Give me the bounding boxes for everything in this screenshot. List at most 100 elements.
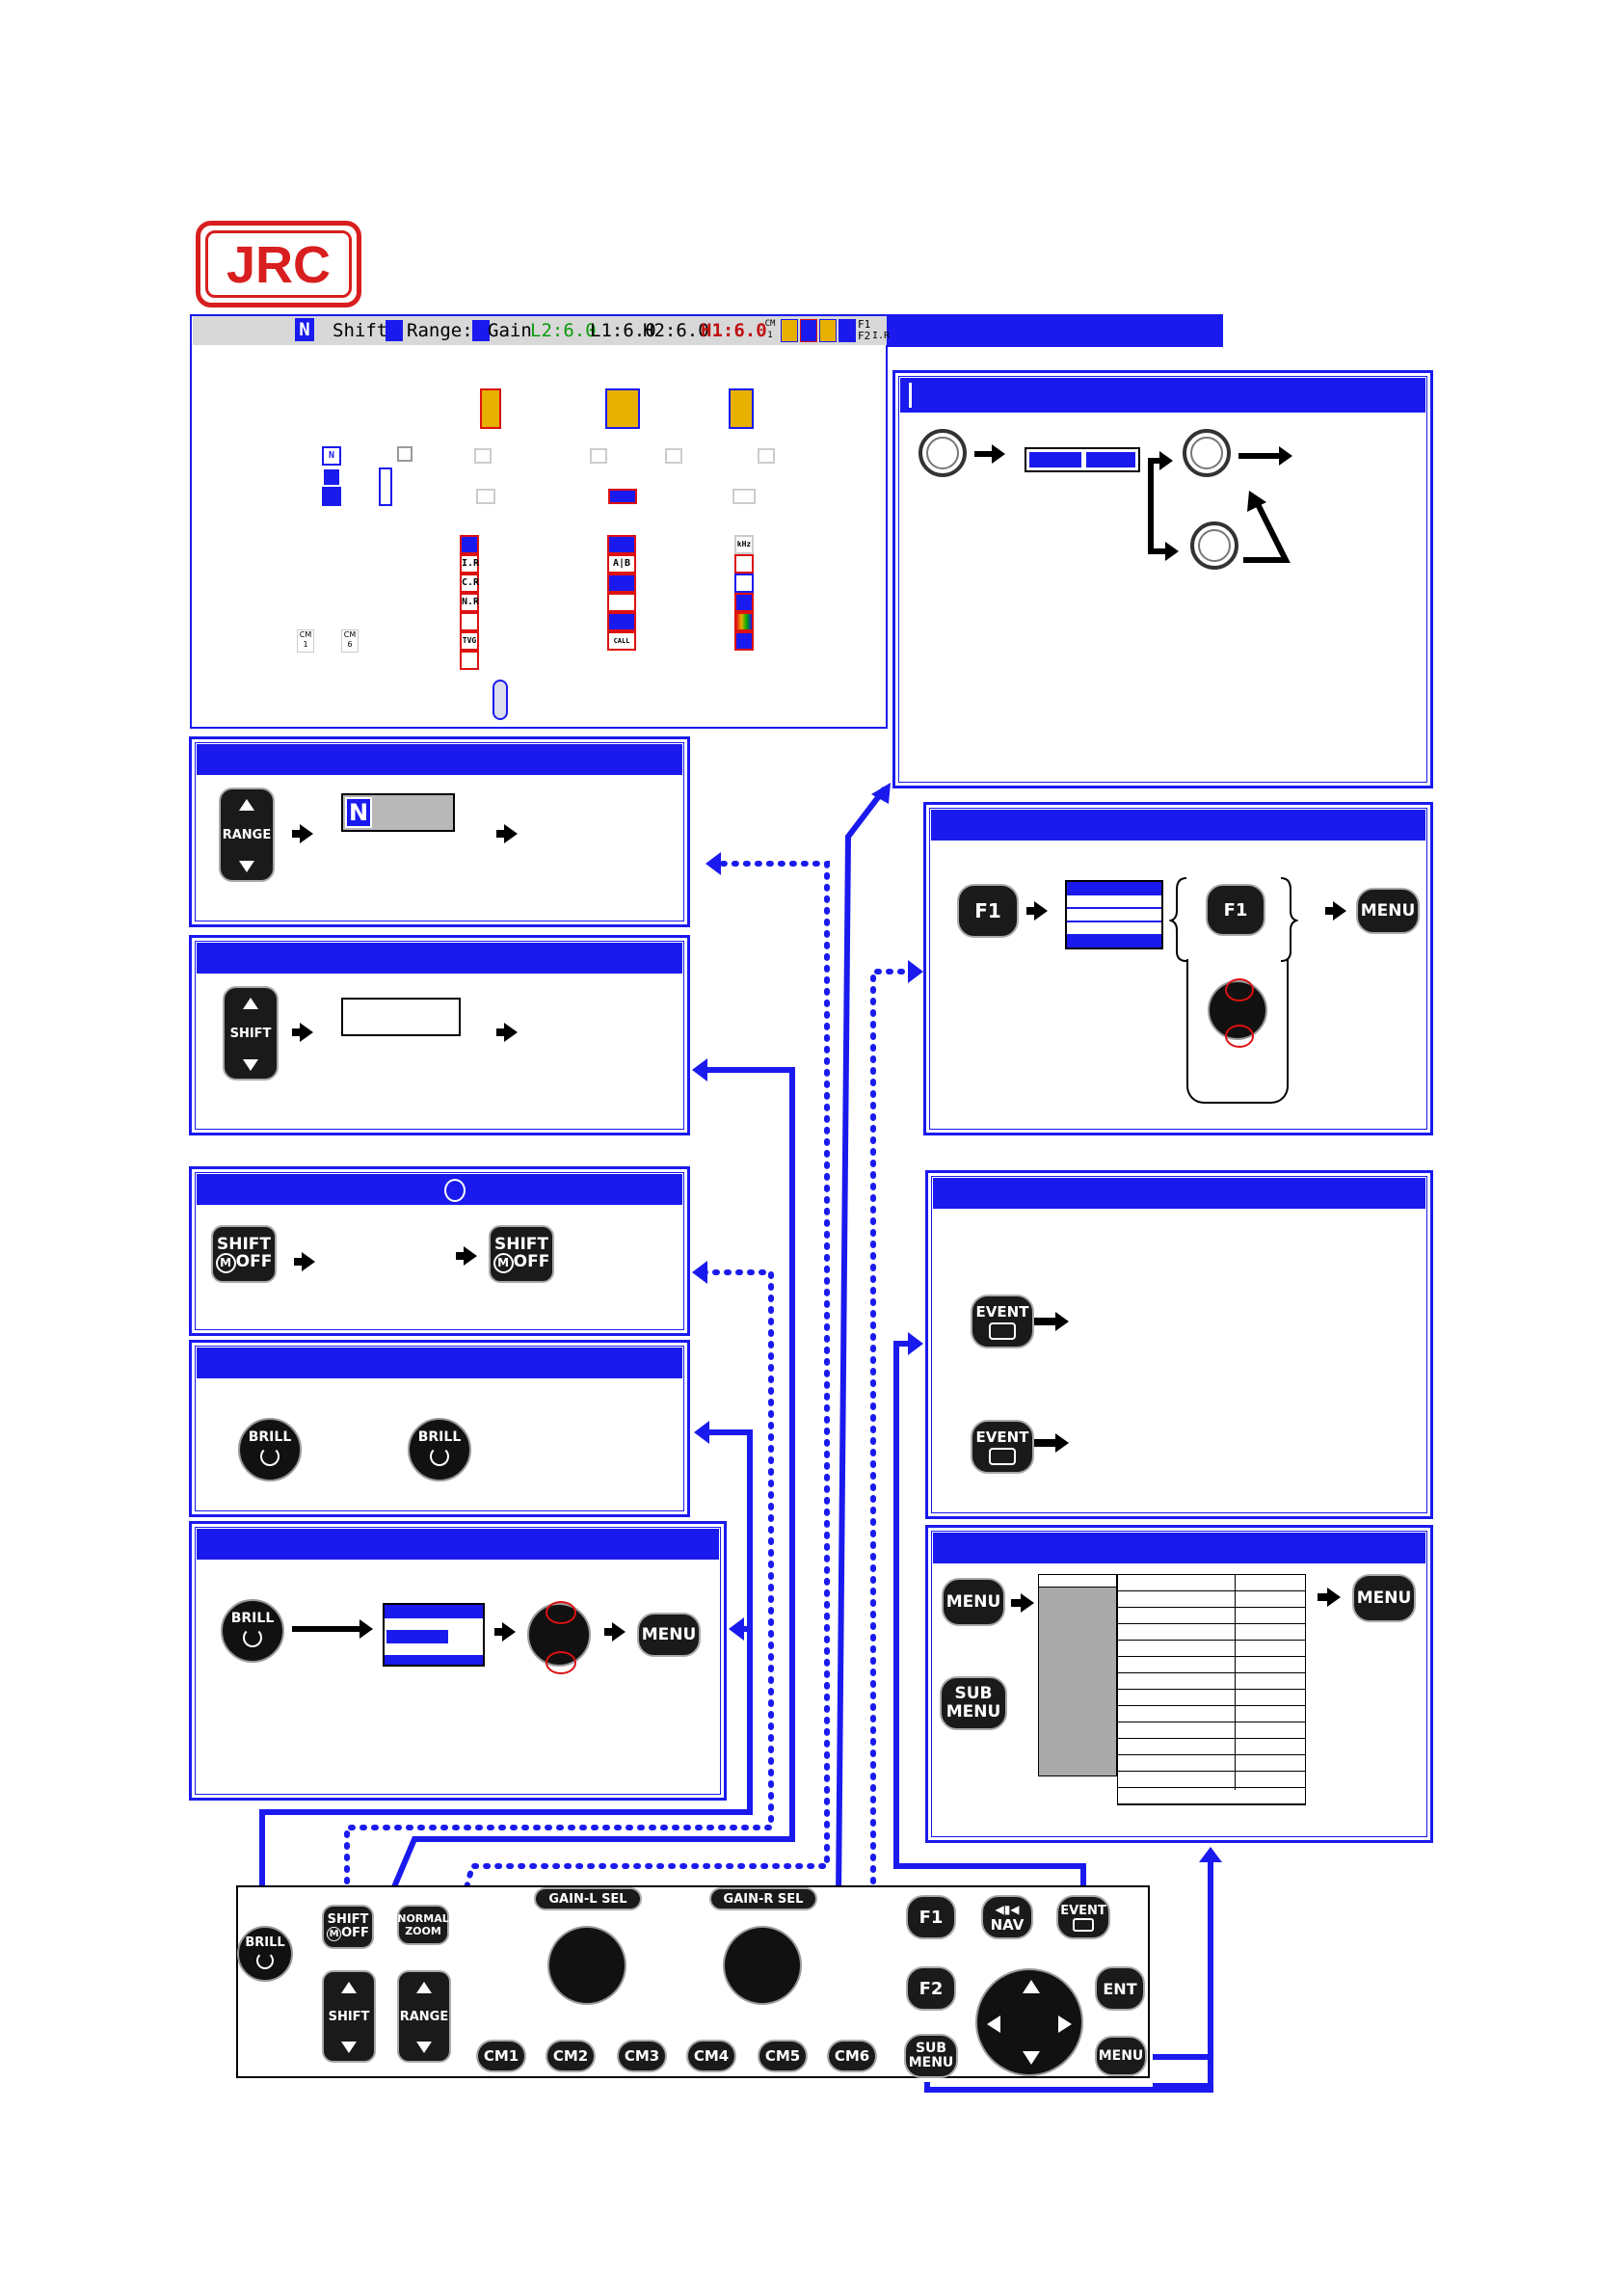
cm3-key[interactable]: CM3 (617, 2040, 667, 2072)
menu-key-2[interactable]: MENU (1352, 1574, 1416, 1622)
brill-arrow-3-tail (604, 1628, 614, 1636)
menu-table-left-col (1038, 1574, 1117, 1776)
f1-key-2[interactable]: F1 (1206, 884, 1265, 936)
range-mode-icon (322, 487, 341, 506)
f1-menu-key[interactable]: MENU (1356, 888, 1420, 934)
menu-title-bar (933, 1533, 1425, 1563)
event-key-2[interactable]: EVENT (971, 1420, 1034, 1474)
cm1-key[interactable]: CM1 (476, 2040, 526, 2072)
gain-l-knob[interactable] (547, 1926, 626, 2005)
cm6-screen-top: CM (343, 630, 357, 639)
shift-title-bar (197, 943, 682, 974)
gain-r-knob[interactable] (723, 1926, 802, 2005)
knob-3[interactable] (1190, 521, 1238, 570)
brill-key-1[interactable]: BRILL (238, 1418, 302, 1482)
brill-menu-key[interactable]: BRILL (221, 1599, 284, 1663)
color-bar-icon (734, 612, 754, 631)
power-icon-3 (243, 1628, 262, 1647)
power-icon (260, 1447, 280, 1466)
console-moff-off: OFF (341, 1925, 369, 1940)
logo-text: JRC (226, 236, 332, 294)
cm5-label: CM5 (764, 2047, 801, 2065)
menu-key[interactable]: MENU (942, 1578, 1005, 1626)
console-nav-key[interactable]: ◀▮◀ NAV (981, 1895, 1033, 1939)
menu-panel-inner (931, 1531, 1427, 1837)
cross-up-arrow (1023, 1980, 1040, 1993)
cm5-key[interactable]: CM5 (758, 2040, 808, 2072)
knob-flow-title-bar (900, 378, 1425, 413)
arrow-down-head (1165, 542, 1179, 561)
fish-icon (605, 388, 640, 429)
moff-panel-inner (195, 1172, 684, 1330)
brill-key-2[interactable]: BRILL (408, 1418, 471, 1482)
ab-icon: A|B (607, 554, 636, 574)
title-circle (444, 1179, 466, 1202)
console-submenu-label: MENU (908, 2055, 954, 2070)
console-brill-key[interactable]: BRILL (237, 1926, 293, 1982)
event-key-1[interactable]: EVENT (971, 1295, 1034, 1348)
cm3-label: CM3 (624, 2047, 660, 2065)
moff-title-bar (197, 1174, 682, 1205)
brill-menu-menu-key[interactable]: MENU (637, 1613, 701, 1657)
bar-icon (379, 467, 392, 506)
sub-icon-a4 (607, 593, 636, 612)
menu-arrow-1-tail (1011, 1599, 1023, 1607)
console-normal-zoom-key[interactable]: NORMAL ZOOM (397, 1905, 449, 1945)
return-arrow (1243, 491, 1291, 563)
event-arrow-1-tail (1034, 1318, 1057, 1325)
sub-menu-key[interactable]: SUB MENU (940, 1676, 1007, 1730)
arrow-1-head (992, 444, 1005, 464)
console-range-key[interactable]: RANGE (397, 1970, 451, 2063)
shift-panel: SHIFT (189, 935, 690, 1135)
f2-indicator: F2 (858, 330, 871, 342)
event-panel: EVENT EVENT (925, 1170, 1433, 1519)
console-f2-key[interactable]: F2 (906, 1966, 956, 2011)
console-submenu-key[interactable]: SUB MENU (904, 2034, 958, 2078)
console-cross-key[interactable] (975, 1968, 1083, 2076)
cm6-screen-bot: 6 (347, 640, 353, 649)
knob-2[interactable] (1183, 429, 1231, 477)
flag-icon (480, 388, 501, 429)
console-menu-key[interactable]: MENU (1095, 2036, 1147, 2076)
cm4-key[interactable]: CM4 (686, 2040, 736, 2072)
camera-icon (989, 1322, 1016, 1340)
brill-menu-key-label: BRILL (230, 1611, 275, 1626)
f1-key[interactable]: F1 (957, 884, 1019, 938)
console-nav-label: NAV (990, 1916, 1025, 1934)
sub-icon-b6 (734, 631, 754, 651)
range-arrow-1 (300, 824, 313, 843)
cm-indicator-num: 1 (767, 331, 773, 340)
ir-icon: I.R (460, 554, 479, 574)
shift-key[interactable]: SHIFT (223, 986, 279, 1081)
status-icon-1 (781, 319, 798, 342)
range-key-label: RANGE (222, 827, 272, 842)
sub-menu-bottom: MENU (945, 1702, 1001, 1722)
cm1-label: CM1 (483, 2047, 519, 2065)
console-event-key[interactable]: EVENT (1056, 1895, 1110, 1939)
cross-up-highlight (546, 1601, 576, 1624)
arrow-2-head (1159, 451, 1173, 470)
console-ent-key[interactable]: ENT (1095, 1966, 1145, 2011)
brill-cross-key[interactable] (527, 1601, 591, 1674)
menu-panel: MENU SUB MENU MENU (925, 1525, 1433, 1843)
console-shift-key[interactable]: SHIFT (322, 1970, 376, 2063)
cm4-label: CM4 (693, 2047, 730, 2065)
console-range-label: RANGE (399, 2009, 449, 2024)
shift-label: Shift: (333, 320, 399, 341)
f1-cross-key[interactable] (1208, 978, 1267, 1048)
cm6-key[interactable]: CM6 (827, 2040, 877, 2072)
cm2-key[interactable]: CM2 (546, 2040, 596, 2072)
range-key[interactable]: RANGE (219, 788, 275, 882)
f1-key-label: F1 (974, 899, 1001, 922)
range-label: Range: (407, 320, 473, 341)
knob-1[interactable] (918, 429, 967, 477)
console-f1-label: F1 (918, 1907, 944, 1928)
console-f1-key[interactable]: F1 (906, 1895, 956, 1939)
